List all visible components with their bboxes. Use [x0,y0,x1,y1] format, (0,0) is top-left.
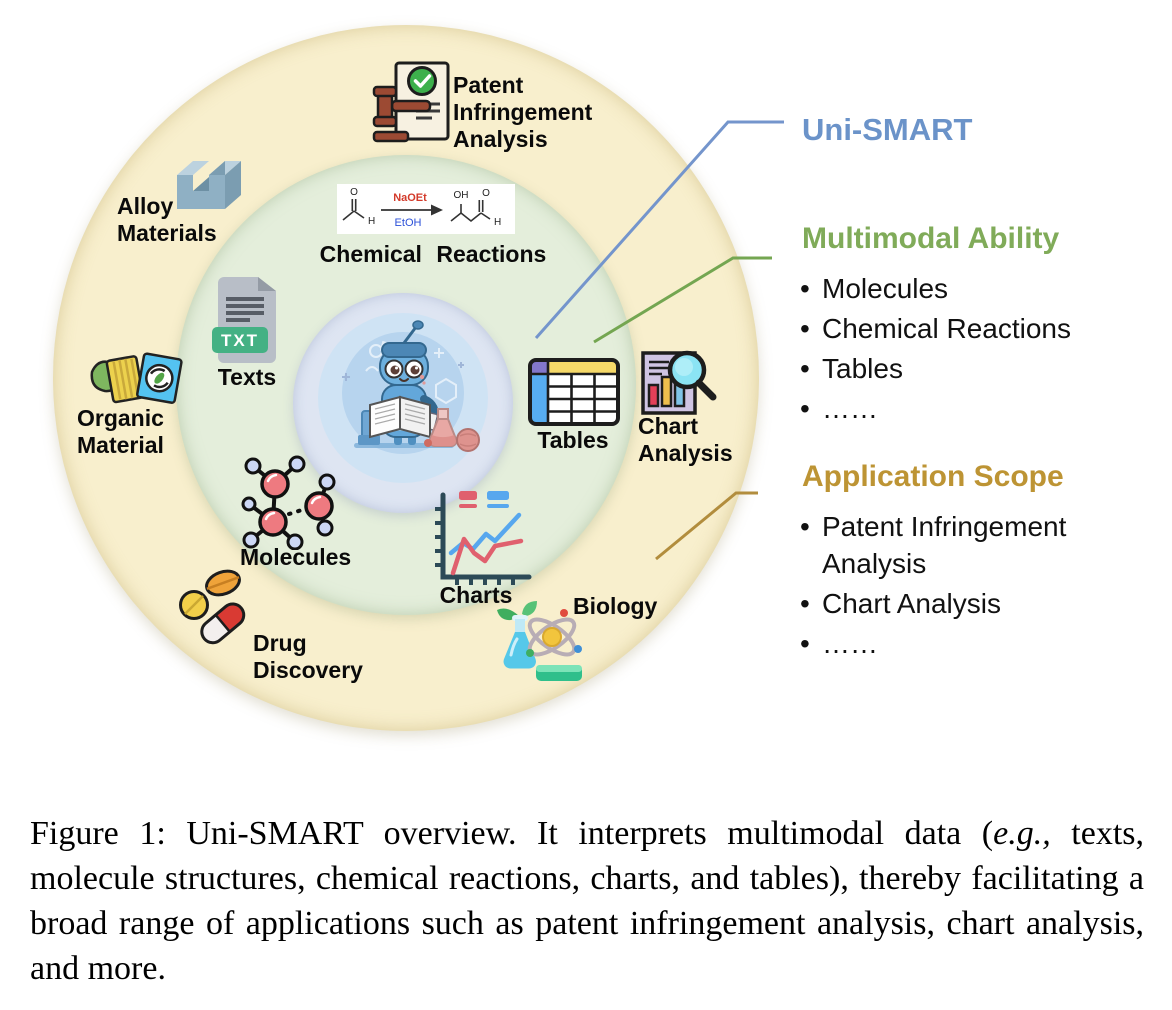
list-item: Molecules [800,270,1130,307]
patent-icon [372,61,450,143]
organic-label: Organic Material [77,405,164,458]
drug-discovery-label: Drug Discovery [253,630,363,683]
drug-icon [179,569,246,645]
uni-smart-heading: Uni-SMART [802,112,973,147]
list-item: …… [800,625,1110,662]
alloy-icon [177,161,241,209]
charts-icon [435,491,532,585]
caption-italic: e.g., [993,815,1051,852]
application-scope-heading: Application Scope [802,460,1064,493]
list-item: Chart Analysis [800,585,1110,622]
list-item: …… [800,390,1130,427]
atom-o: O [350,187,358,198]
chemical-reactions-label: Chemical Reactions [319,241,547,267]
texts-icon: TXT [212,277,276,363]
list-item: Chemical Reactions [800,310,1130,347]
chart-analysis-label: Chart Analysis [638,413,733,466]
organic-icon [90,352,183,404]
atom-oh: OH [454,190,469,201]
list-item: Tables [800,350,1130,387]
patent-label: Patent Infringement Analysis [453,72,593,152]
biology-label: Biology [573,593,658,619]
chemical-reaction-scheme: O H NaOEt EtOH OH O H [337,184,515,234]
list-item: Patent Infringement Analysis [800,508,1110,582]
multimodal-ability-heading: Multimodal Ability [802,222,1060,255]
application-scope-list: Patent Infringement Analysis Chart Analy… [800,508,1110,662]
figure-caption: Figure 1: Uni-SMART overview. It interpr… [30,812,1144,992]
reagent-naoet: NaOEt [393,192,427,204]
chart-analysis-icon [641,350,717,415]
alloy-label: Alloy Materials [117,193,217,246]
molecules-icon [241,455,336,550]
atom-o2: O [482,188,490,199]
texts-label: Texts [217,364,277,390]
charts-label: Charts [439,582,513,608]
reagent-etoh: EtOH [395,217,422,229]
atom-h2: H [494,217,501,228]
biology-icon [497,601,582,681]
atom-h: H [368,216,375,227]
robot-icon [318,313,488,483]
caption-text: Figure 1: Uni-SMART overview. It interpr… [30,815,994,852]
tables-icon [528,358,620,426]
caption-text: texts, molecule structures, chemical rea… [30,815,1145,987]
molecules-label: Molecules [240,544,352,570]
txt-badge-label: TXT [221,331,259,350]
tables-label: Tables [537,427,609,453]
multimodal-ability-list: Molecules Chemical Reactions Tables …… [800,270,1130,427]
